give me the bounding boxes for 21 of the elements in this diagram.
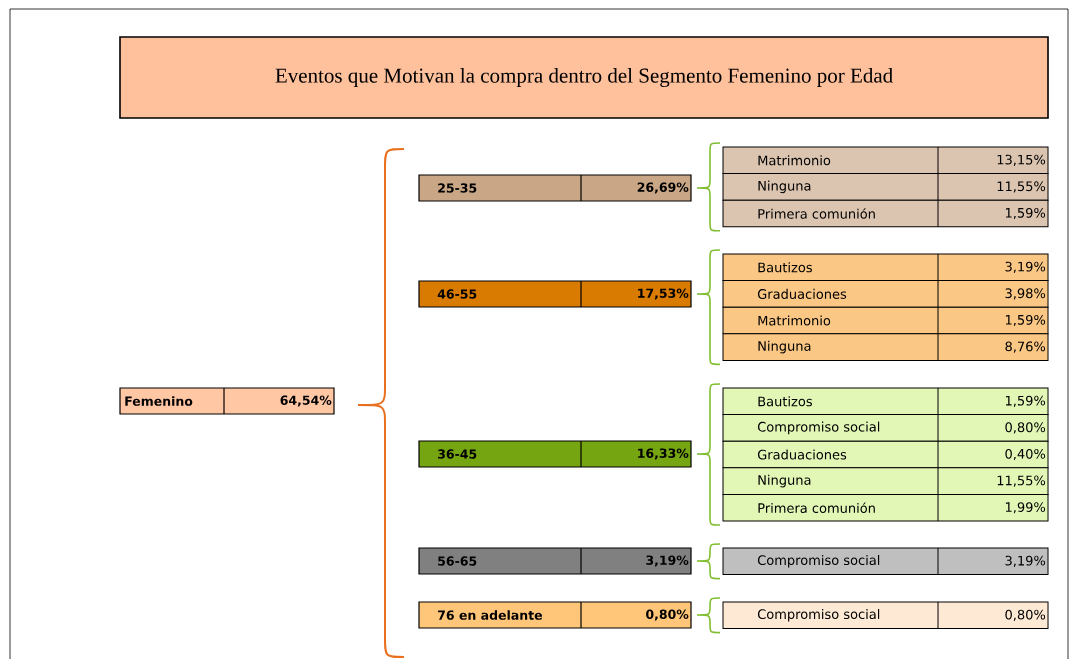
event-row: Matrimonio 13,15% <box>722 146 1049 175</box>
event-row: Graduaciones 3,98% <box>722 280 1049 308</box>
title-box: Eventos que Motivan la compra dentro del Segmento Femenino por Edad <box>119 36 1049 119</box>
category-row: 25-35 26,69% <box>418 174 692 202</box>
event-row: Compromiso social 0,80% <box>722 601 1049 630</box>
event-row: Matrimonio 1,59% <box>722 306 1049 335</box>
category-row: 36-45 16,33% <box>418 440 692 468</box>
event-row: Bautizos 3,19% <box>722 253 1049 282</box>
event-row: Compromiso social 3,19% <box>722 547 1049 576</box>
event-row: Compromiso social 0,80% <box>722 414 1049 442</box>
event-row: Ninguna 8,76% <box>722 333 1049 361</box>
event-row: Primera comunión 1,59% <box>722 199 1049 228</box>
event-row: Ninguna 11,55% <box>722 173 1049 201</box>
event-row: Graduaciones 0,40% <box>722 440 1049 469</box>
event-row: Ninguna 11,55% <box>722 467 1049 495</box>
category-row: 56-65 3,19% <box>418 547 692 575</box>
category-row: 76 en adelante 0,80% <box>418 601 692 629</box>
event-row: Primera comunión 1,99% <box>722 493 1049 522</box>
category-row: Femenino 64,54% <box>119 387 335 415</box>
category-row: 46-55 17,53% <box>418 280 692 308</box>
event-row: Bautizos 1,59% <box>722 387 1049 416</box>
